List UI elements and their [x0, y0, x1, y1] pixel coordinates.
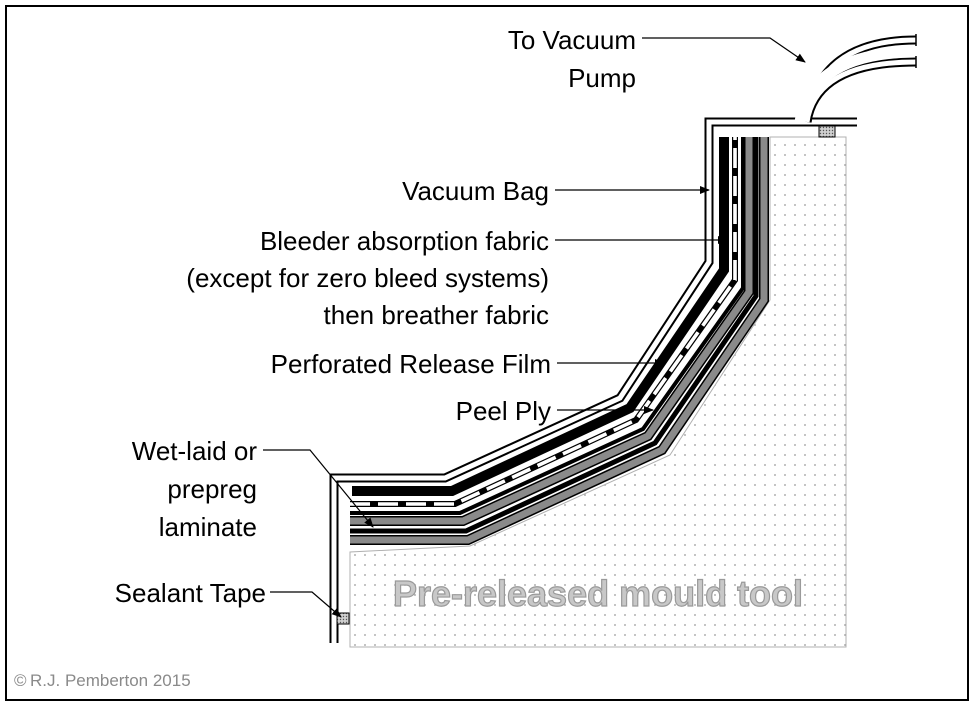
label-vacuum-pump-line1: To Vacuum — [508, 25, 636, 55]
label-vacuum-bag: Vacuum Bag — [402, 176, 549, 206]
label-mould-tool: Pre-released mould tool — [393, 573, 803, 614]
leader-vacuum-pump — [642, 37, 806, 63]
leader-sealant-tape — [270, 591, 342, 618]
label-vacuum-pump-line2: Pump — [568, 63, 636, 93]
label-release-film: Perforated Release Film — [271, 349, 551, 379]
sealant-tape-left — [336, 612, 350, 625]
copyright: © R.J. Pemberton 2015 — [14, 671, 191, 690]
copyright-symbol: © — [14, 671, 27, 690]
mould-tool — [349, 136, 847, 648]
label-sealant-tape: Sealant Tape — [115, 578, 266, 608]
label-bleeder-line2: (except for zero bleed systems) — [186, 263, 549, 293]
label-bleeder-line1: Bleeder absorption fabric — [260, 226, 549, 256]
label-laminate-line1: Wet-laid or — [132, 436, 258, 466]
sealant-tape-right — [818, 125, 836, 138]
label-laminate-line2: prepreg — [167, 474, 257, 504]
label-laminate-line3: laminate — [159, 512, 257, 542]
label-bleeder-line3: then breather fabric — [324, 300, 549, 330]
leader-laminate — [263, 449, 374, 528]
laminate-ply-middle — [350, 137, 759, 534]
peel-ply — [350, 137, 745, 515]
copyright-text: R.J. Pemberton 2015 — [30, 671, 191, 690]
label-peel-ply: Peel Ply — [456, 396, 551, 426]
